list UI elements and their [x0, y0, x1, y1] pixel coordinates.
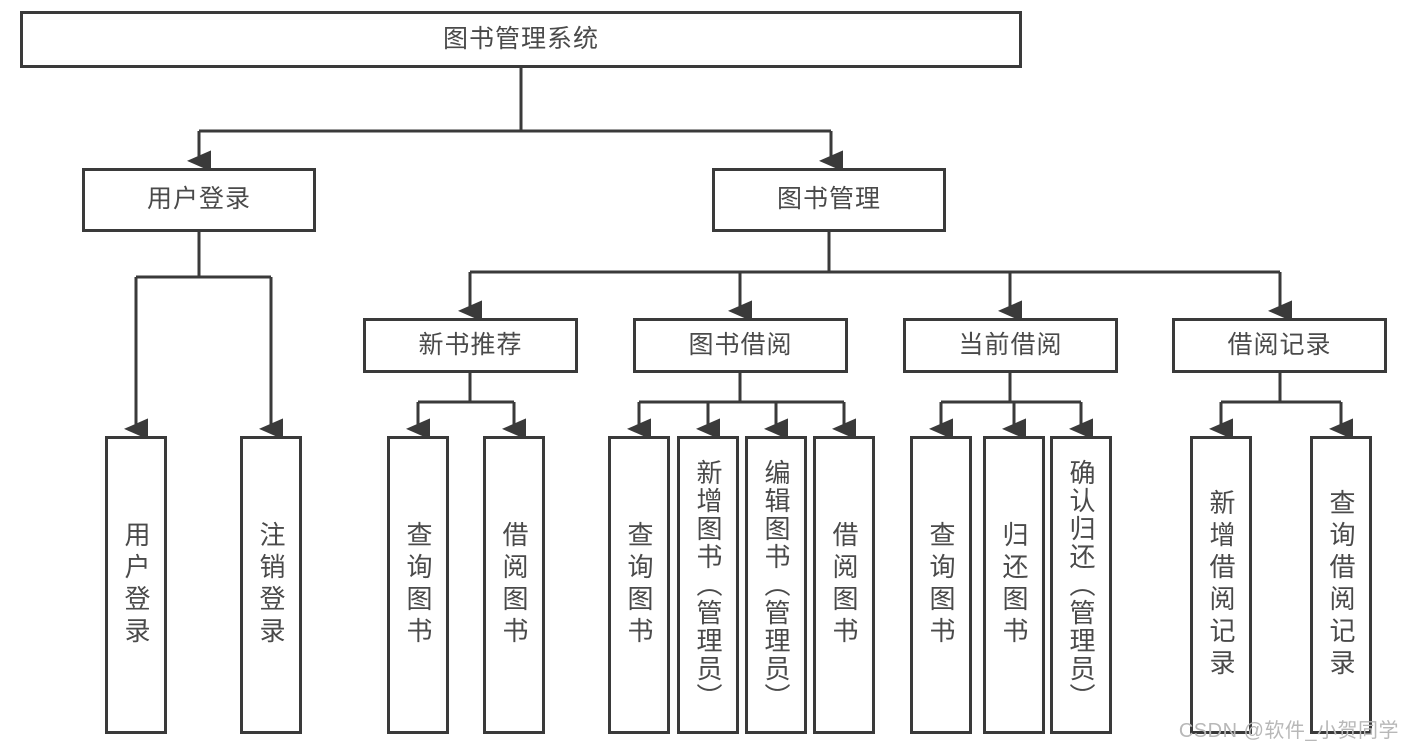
- node-new-book-rec[interactable]: 新书推荐: [363, 318, 578, 373]
- node-leaf-edit-book-label: 编辑图书（管理员）: [761, 459, 791, 711]
- node-root[interactable]: 图书管理系统: [20, 11, 1022, 68]
- node-book-manage-label: 图书管理: [776, 185, 881, 214]
- node-leaf-query-book-3-label: 查询图书: [926, 521, 956, 649]
- node-current-borrow[interactable]: 当前借阅: [903, 318, 1118, 373]
- node-new-book-rec-label: 新书推荐: [418, 330, 523, 359]
- node-leaf-user-login[interactable]: 用户登录: [105, 436, 167, 734]
- node-leaf-logout[interactable]: 注销登录: [240, 436, 302, 734]
- node-current-borrow-label: 当前借阅: [958, 330, 1063, 359]
- node-book-manage[interactable]: 图书管理: [712, 168, 946, 232]
- node-leaf-query-record[interactable]: 查询借阅记录: [1310, 436, 1372, 734]
- node-leaf-query-record-label: 查询借阅记录: [1326, 489, 1356, 681]
- node-leaf-edit-book[interactable]: 编辑图书（管理员）: [745, 436, 807, 734]
- node-leaf-add-book[interactable]: 新增图书（管理员）: [677, 436, 739, 734]
- node-leaf-logout-label: 注销登录: [256, 521, 286, 649]
- node-leaf-query-book-3[interactable]: 查询图书: [910, 436, 972, 734]
- node-leaf-query-book-2[interactable]: 查询图书: [608, 436, 670, 734]
- node-book-borrow[interactable]: 图书借阅: [633, 318, 848, 373]
- node-user-login-label: 用户登录: [146, 185, 251, 214]
- node-leaf-confirm-return-label: 确认归还（管理员）: [1066, 459, 1096, 711]
- node-leaf-add-record[interactable]: 新增借阅记录: [1190, 436, 1252, 734]
- node-leaf-add-record-label: 新增借阅记录: [1206, 489, 1236, 681]
- node-leaf-query-book-2-label: 查询图书: [624, 521, 654, 649]
- node-borrow-record-label: 借阅记录: [1227, 330, 1332, 359]
- node-borrow-record[interactable]: 借阅记录: [1172, 318, 1387, 373]
- node-leaf-add-book-label: 新增图书（管理员）: [693, 459, 723, 711]
- node-user-login[interactable]: 用户登录: [82, 168, 316, 232]
- node-leaf-query-book-1[interactable]: 查询图书: [387, 436, 449, 734]
- node-leaf-borrow-book-1-label: 借阅图书: [499, 521, 529, 649]
- node-leaf-confirm-return[interactable]: 确认归还（管理员）: [1050, 436, 1112, 734]
- node-leaf-return-book-label: 归还图书: [999, 521, 1029, 649]
- node-book-borrow-label: 图书借阅: [688, 330, 793, 359]
- watermark-text: CSDN @软件_小贺同学: [1178, 720, 1399, 742]
- node-leaf-user-login-label: 用户登录: [121, 521, 151, 649]
- node-leaf-borrow-book-1[interactable]: 借阅图书: [483, 436, 545, 734]
- node-leaf-query-book-1-label: 查询图书: [403, 521, 433, 649]
- node-leaf-borrow-book-2-label: 借阅图书: [829, 521, 859, 649]
- node-root-label: 图书管理系统: [442, 24, 599, 53]
- node-leaf-borrow-book-2[interactable]: 借阅图书: [813, 436, 875, 734]
- node-leaf-return-book[interactable]: 归还图书: [983, 436, 1045, 734]
